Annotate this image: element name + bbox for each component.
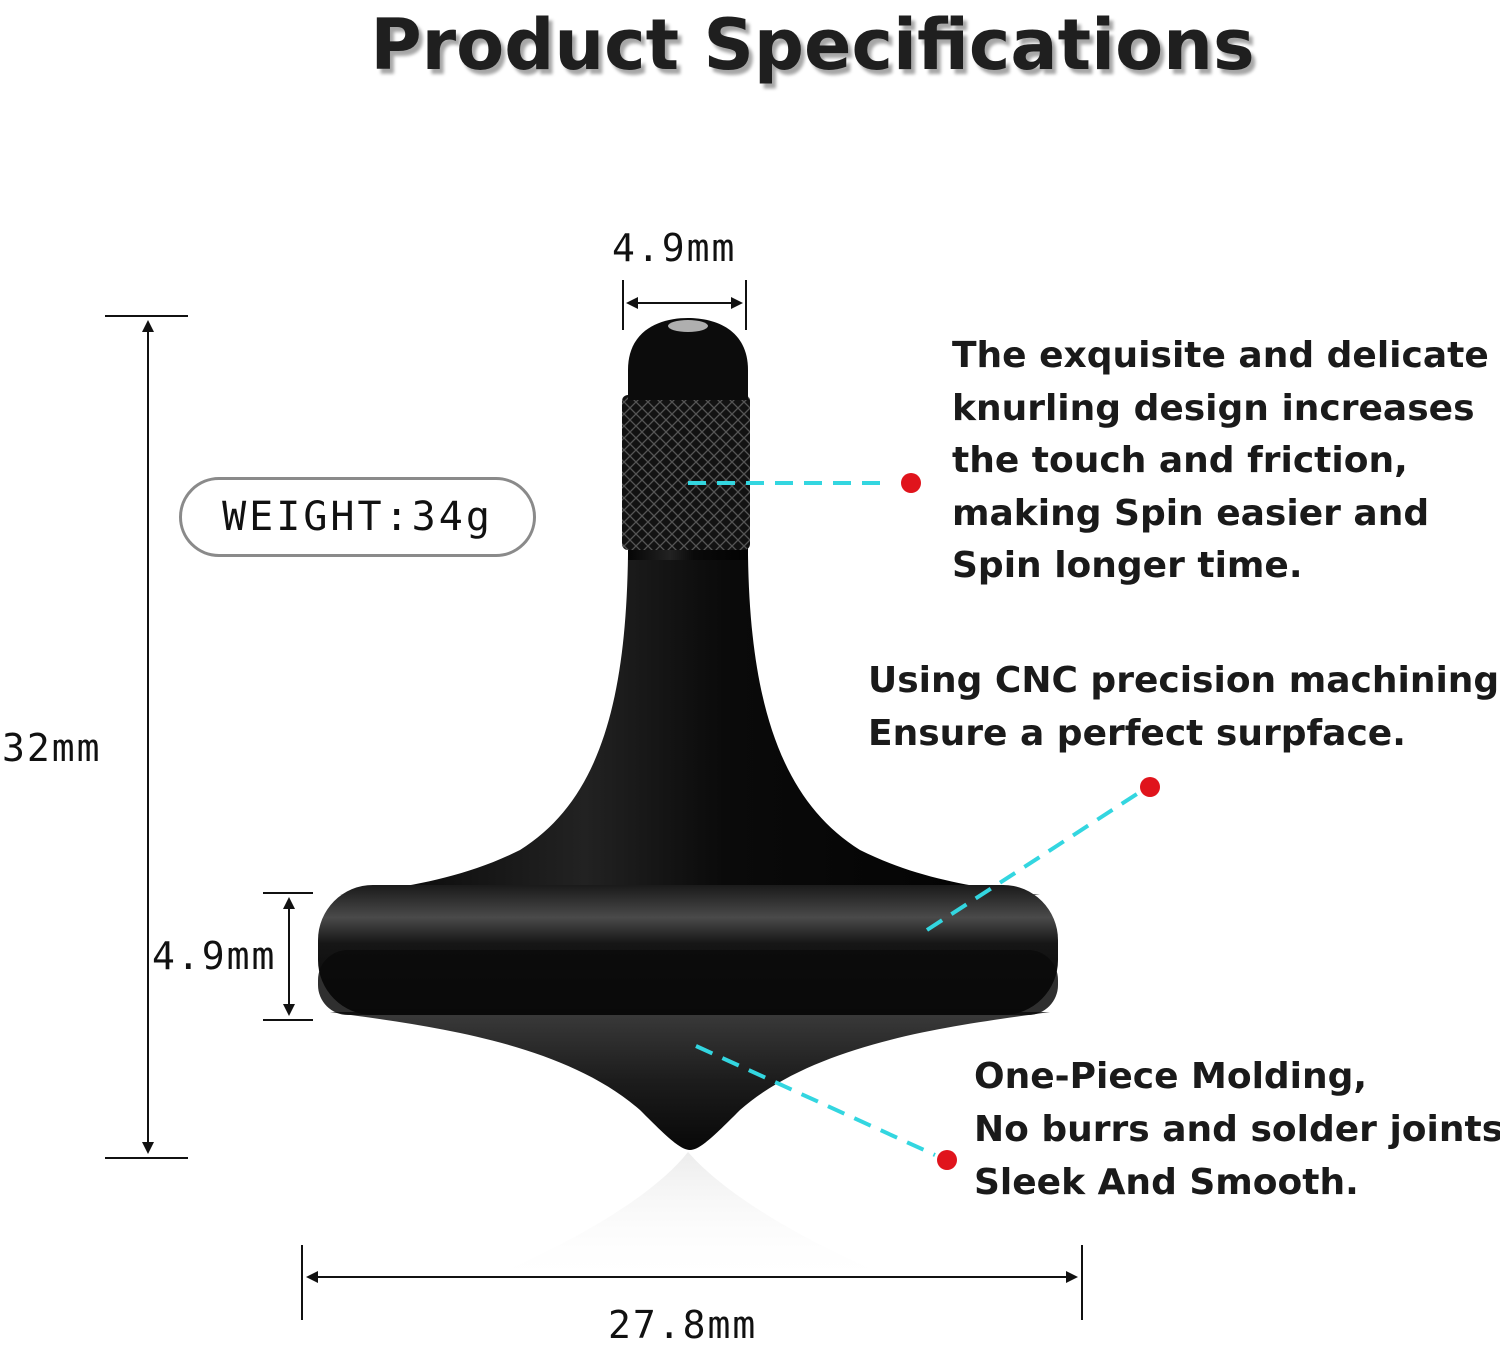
leader-line-molding: [695, 1044, 936, 1157]
total-height-dimension: [105, 315, 188, 1159]
callout-line: the touch and friction,: [952, 440, 1408, 481]
floor-reflection: [470, 1152, 910, 1285]
knurled-grip: [622, 395, 750, 550]
tip-width-label: 4.9mm: [612, 226, 737, 270]
base-width-dimension: [301, 1245, 1083, 1320]
page-title: Product Specifications: [370, 4, 1255, 86]
callout-line: One-Piece Molding,: [974, 1056, 1368, 1097]
rim-height-label: 4.9mm: [152, 934, 277, 978]
leader-dot-knurling: [901, 473, 921, 493]
total-height-label: 32mm: [2, 726, 102, 770]
weight-badge: WEIGHT:34g: [179, 477, 536, 557]
callout-line: Ensure a perfect surpface.: [868, 712, 1406, 754]
callout-knurling: The exquisite and delicate knurling desi…: [952, 330, 1489, 593]
spinner-tip: [628, 318, 748, 400]
callout-line: No burrs and solder joints,: [974, 1109, 1500, 1150]
callout-cnc: Using CNC precision machining, Ensure a …: [868, 655, 1500, 760]
leader-dot-molding: [937, 1150, 957, 1170]
rim-height-dimension: [263, 892, 313, 1021]
callout-line: Using CNC precision machining,: [868, 660, 1500, 701]
callout-molding: One-Piece Molding, No burrs and solder j…: [974, 1050, 1500, 1209]
leader-line-cnc: [925, 790, 1142, 932]
callout-line: knurling design increases: [952, 387, 1475, 429]
leader-dot-cnc: [1140, 777, 1160, 797]
callout-line: making Spin easier and: [952, 492, 1430, 534]
weight-label: WEIGHT:34g: [222, 494, 493, 540]
base-width-label: 27.8mm: [608, 1303, 758, 1347]
spinner-flared-body: [340, 555, 1040, 895]
callout-line: The exquisite and delicate: [952, 335, 1489, 376]
tip-width-dimension: [622, 280, 747, 330]
callout-line: Sleek And Smooth.: [974, 1162, 1359, 1203]
spinner-bottom-cone: [330, 1012, 1050, 1150]
callout-line: Spin longer time.: [952, 545, 1303, 586]
